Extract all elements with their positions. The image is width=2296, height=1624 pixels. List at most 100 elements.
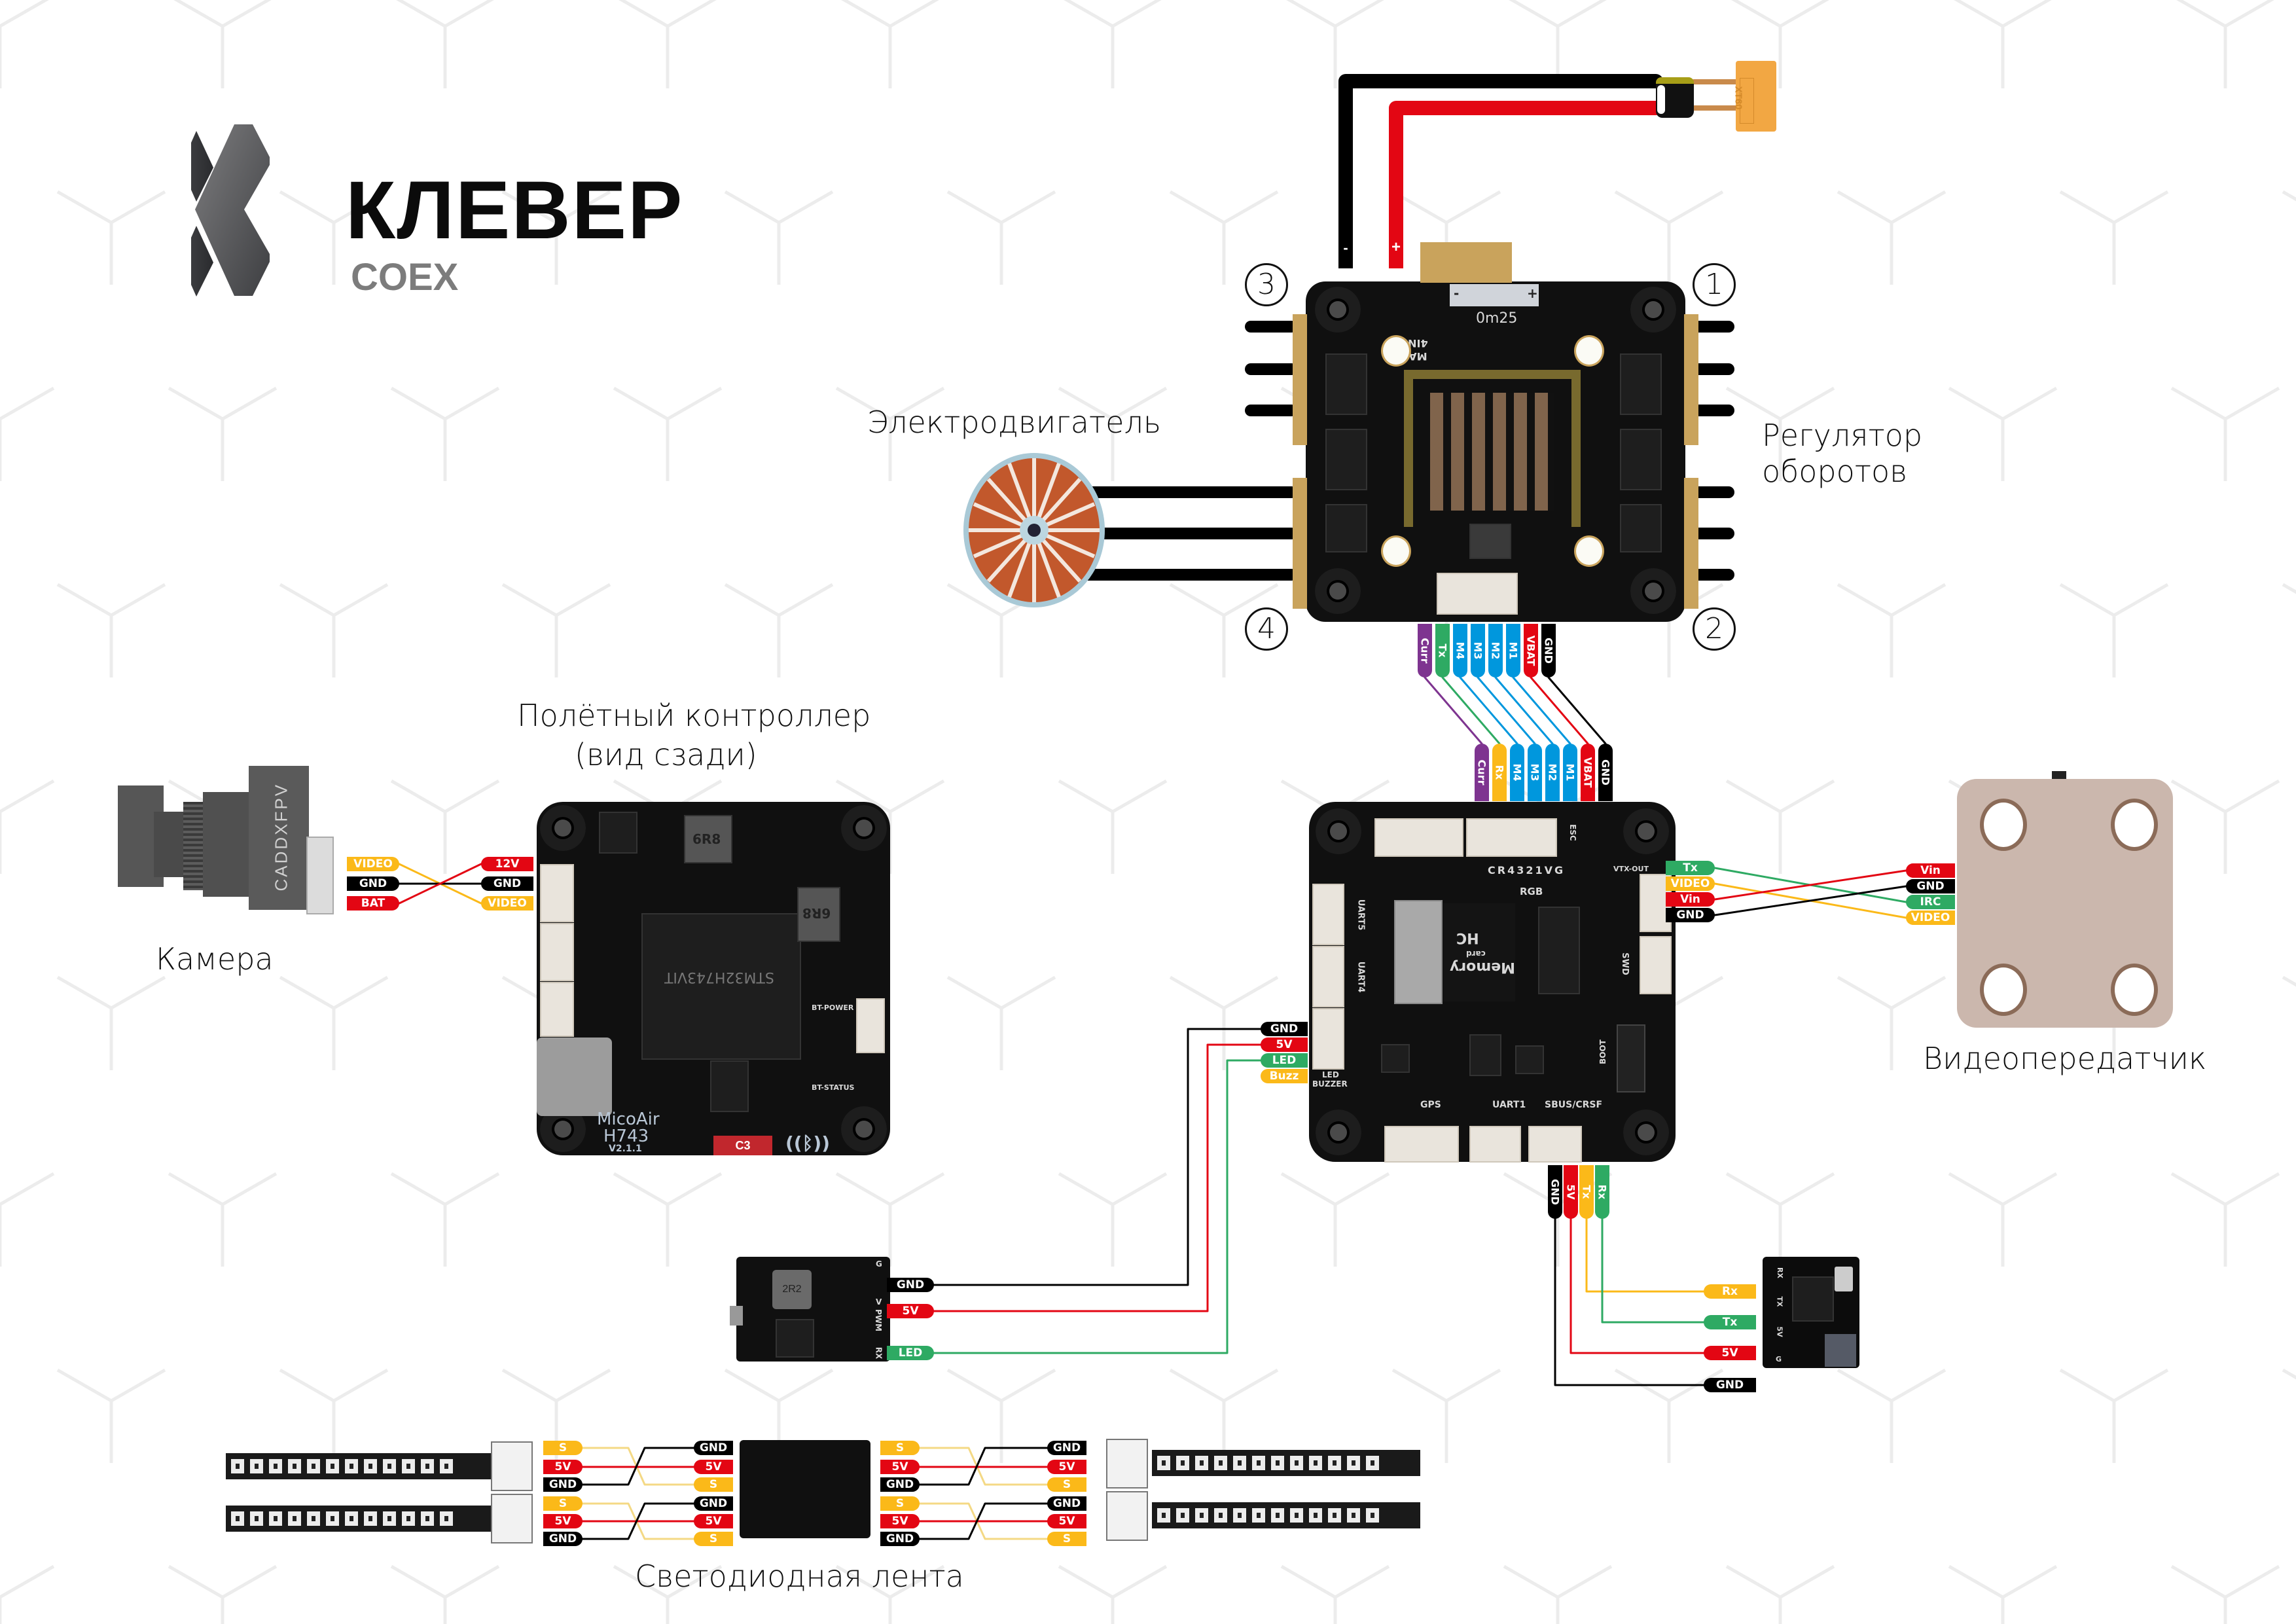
hex-pattern-mark [1725,1172,1835,1267]
esc-harness-wire [1530,676,1589,745]
hex-pattern-mark [1725,1564,1835,1624]
esc-pad-plus: + [1527,285,1538,301]
led-pixel [307,1459,320,1473]
fc-led-pin-buzz: Buzz [1261,1069,1308,1083]
clover-logo-icon [191,124,270,297]
motor-number-2: 2 [1693,607,1736,651]
battery-red-wire [1389,101,1663,223]
fc-uart5-connector [1312,884,1344,945]
rc-gnd-wire [1554,1218,1705,1386]
fc-swd-connector [1640,936,1672,994]
led-pixel [1195,1508,1208,1523]
esc-pin-gnd: GND [1541,624,1556,677]
led-pixel [440,1459,453,1473]
receiver-pin-5v: 5V [1704,1346,1756,1360]
fc-back-caption-line1: Полётный контроллер [517,698,871,733]
led-pixel [269,1459,282,1473]
led-driver-v: V [876,1297,882,1307]
hex-pattern-mark [1169,190,1279,285]
usb-c-port[interactable] [537,1038,612,1116]
led-pixel [421,1511,434,1526]
hex-pattern-mark [279,190,389,285]
hex-pattern-mark [835,386,945,481]
fc-inductor-1: 6R8 [692,831,721,847]
bluetooth-icon: ((ᛒ)) [785,1132,830,1154]
fc-mcu [641,913,801,1060]
led-pixel [1252,1508,1265,1523]
battery-minus-sign: - [1343,240,1348,256]
fc-uart4-label: UART4 [1355,961,1366,993]
led-driver-pin-gnd: GND [887,1278,934,1292]
led-pixel [1233,1456,1246,1470]
led-driver-g: G [876,1259,882,1269]
fc-esc-pin-m4: M4 [1510,744,1524,801]
logo-brand: КЛЕВЕР [346,165,684,256]
hex-pattern-mark [2170,1564,2280,1624]
receiver-rx: RX [1775,1267,1784,1278]
hex-pattern-mark [390,386,500,481]
fc-buzzer-label: BUZZER [1312,1079,1348,1089]
strip-pin-gnd: GND [543,1532,583,1546]
led-pixel [1271,1456,1284,1470]
strip-pin-gnd: GND [1047,1441,1086,1455]
vtx-pin-video: VIDEO [1906,911,1955,925]
fc-inductor-2: 6R8 [802,905,831,921]
led-strip-caption: Светодиодная лента [635,1559,964,1594]
led-pixel [421,1459,434,1473]
camera-power-wire [398,863,482,905]
esc-caption-line2: оборотов [1762,454,1908,489]
fc-cam-pin-video: VIDEO [481,896,533,911]
fc-esc-connector-left [1374,818,1463,857]
strip-pin-s: S [543,1496,583,1511]
led-splitter-board [740,1440,870,1538]
receiver-g: G [1776,1355,1782,1363]
xt60-connector: XT60 [1732,61,1776,132]
board-pin-5v: 5V [880,1460,920,1474]
hex-pattern-mark [1837,190,1946,285]
led-gnd-wire [933,1028,1262,1286]
led-pixel [383,1459,396,1473]
sd-card-slot[interactable] [1394,900,1443,1004]
esc-pin-m1: M1 [1506,624,1520,677]
hex-pattern-mark [724,190,834,285]
fc-esc-pin-m1: M1 [1563,744,1577,801]
hex-pattern-mark [279,975,389,1070]
hex-pattern-mark [1837,1368,1946,1463]
fc-led-pin-5v: 5V [1261,1038,1308,1052]
led-pixel [1233,1508,1246,1523]
led-pixel [326,1459,339,1473]
hex-pattern-mark [0,386,55,481]
battery-plus-lead-tip: + [1389,209,1403,268]
led-pixel [1176,1508,1189,1523]
led-pixel [1157,1456,1170,1470]
led-strip-right-1 [1152,1450,1420,1476]
esc-harness-wire [1441,676,1501,745]
hex-pattern-mark [56,975,166,1070]
sd-card-label-3: card [1466,949,1486,958]
esc-pin-m2: M2 [1488,624,1503,677]
battery-plus-sign: + [1391,238,1401,256]
hex-pattern-mark [1058,386,1168,481]
hex-pattern-mark [396,0,494,88]
fc-esc-pin-rx: Rx [1492,744,1507,801]
strip-pin-s: S [1047,1477,1086,1492]
fc-gps-connector [1384,1126,1459,1163]
camera-pin-video: VIDEO [347,857,399,871]
led-driver-pwm: PWM [873,1309,883,1331]
fc-esc-pin-gnd: GND [1598,744,1613,801]
boot-button[interactable] [1617,1024,1645,1092]
led-pixel [231,1511,244,1526]
led-pixel [1328,1508,1341,1523]
hex-pattern-mark [1058,779,1168,874]
fc-led-pin-gnd: GND [1261,1022,1308,1036]
led-pixel [1347,1456,1360,1470]
led-pixel [250,1511,263,1526]
fc-cap-label: C3 [735,1139,751,1152]
led-signal-wire [933,1059,1262,1354]
esc-harness-wire [1459,676,1518,745]
battery-minus-lead-tip: - [1338,209,1353,268]
vtx-caption: Видеопередатчик [1923,1041,2207,1076]
board-pin-5v: 5V [694,1460,733,1474]
hex-pattern-mark [946,975,1056,1070]
